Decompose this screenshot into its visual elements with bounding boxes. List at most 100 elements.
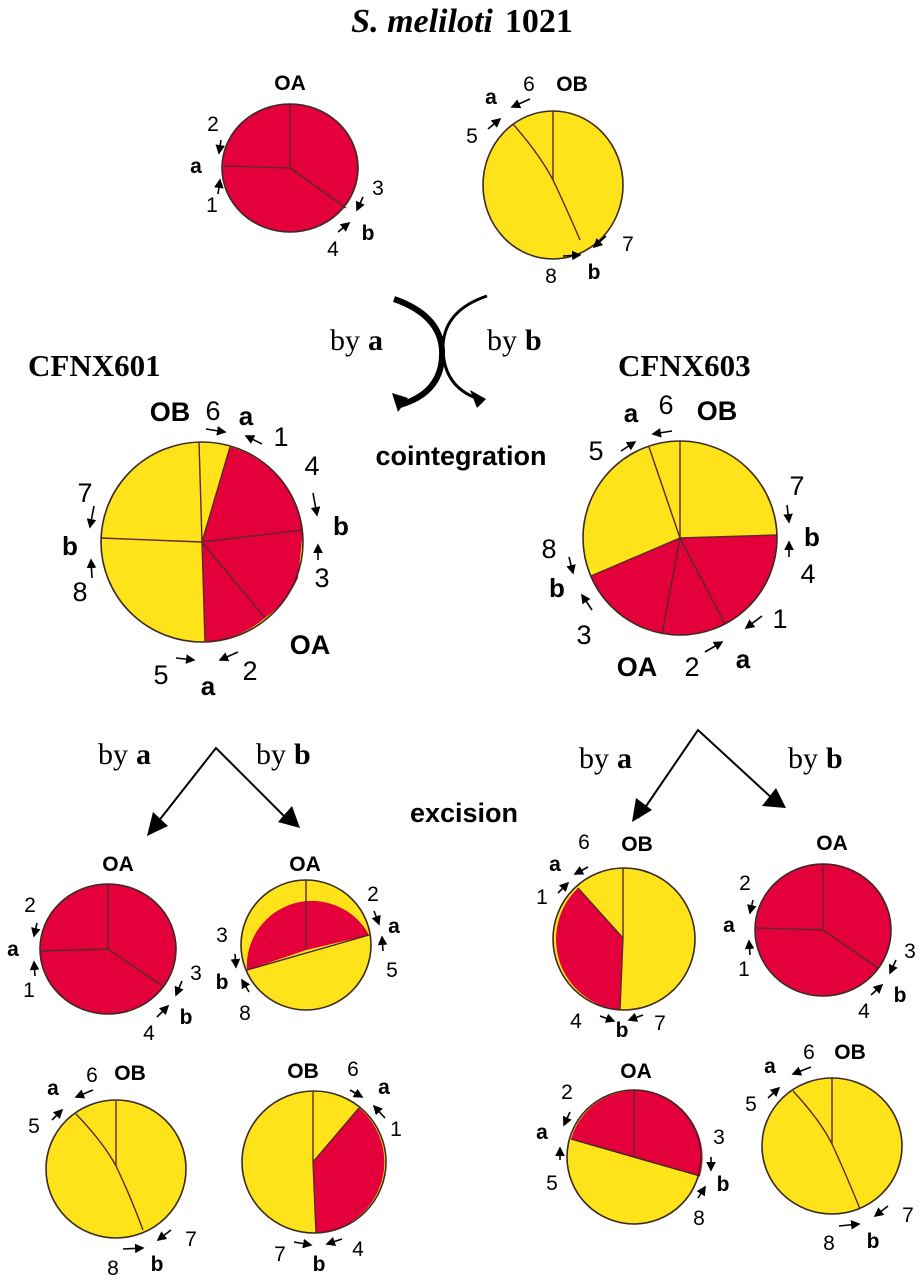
arrow-icon	[581, 593, 593, 611]
arrow-icon	[86, 558, 97, 579]
site-number-3: 3	[314, 563, 329, 593]
site-number-1: 1	[772, 604, 787, 634]
site-number-1: 1	[206, 194, 218, 217]
site-number-7: 7	[902, 1204, 914, 1227]
excision-product-603-b-OA: OA 2 a 1 3 b 4	[723, 832, 916, 1023]
site-number-4: 4	[352, 1238, 364, 1261]
arrow-icon	[767, 1086, 781, 1099]
site-b: b	[333, 511, 349, 541]
strain-label-CFNX603: CFNX603	[618, 348, 751, 383]
arrowhead-icon	[762, 788, 786, 808]
arrow-icon	[349, 1088, 364, 1098]
site-number-4: 4	[304, 451, 319, 481]
wt-replicon-OA: OA 2 a 1 3 b 4	[190, 72, 384, 261]
site-b: b	[717, 1173, 730, 1196]
strain-label-CFNX601: CFNX601	[28, 348, 161, 383]
pie-slice-OA	[246, 901, 369, 970]
segment-divider	[289, 167, 347, 209]
site-number-1: 1	[738, 958, 750, 981]
arrow-icon	[241, 978, 251, 993]
site-b: b	[616, 1019, 629, 1042]
site-a: a	[536, 1121, 548, 1144]
site-a: a	[201, 671, 216, 701]
segment-divider	[679, 537, 726, 625]
site-a: a	[549, 853, 561, 876]
site-number-5: 5	[466, 125, 478, 148]
arrow-icon	[156, 1229, 172, 1241]
site-number-3: 3	[372, 177, 384, 200]
replicon-outline	[552, 867, 696, 1011]
pie-OB-yellow	[483, 111, 623, 259]
replicon-outline	[100, 441, 304, 643]
site-number-1: 1	[390, 1118, 402, 1141]
site-b: b	[588, 261, 601, 284]
origin-label-OB: OB	[834, 1041, 866, 1064]
strain-number: 1021	[505, 3, 573, 40]
cointegrate-CFNX603: a 6 OB 5 7 b 4 8 b 3 1 OA 2 a	[541, 390, 819, 682]
origin-label-OA: OA	[620, 1060, 652, 1083]
site-a: a	[485, 86, 497, 109]
arrowhead-icon	[632, 798, 652, 822]
origin-label-OB: OB	[621, 833, 653, 856]
replicon-outline	[240, 879, 372, 1011]
arrow-icon	[566, 556, 576, 575]
segment-divider	[822, 929, 879, 969]
segment-divider	[590, 537, 681, 577]
segment-divider	[619, 937, 624, 1011]
replicon-outline	[221, 103, 359, 233]
excision-product-601-a-OA: OA 2 a 1 3 b 4	[7, 853, 202, 1045]
arrow-icon	[620, 441, 637, 452]
arrow-icon	[562, 250, 582, 261]
segment-divider	[648, 446, 681, 539]
arrow-icon	[230, 953, 241, 969]
site-number-3: 3	[713, 1126, 725, 1149]
site-number-6: 6	[86, 1064, 98, 1087]
site-number-3: 3	[576, 620, 591, 650]
excision-product-601-a-OB: 6 OB a 5 7 b 8	[28, 1062, 197, 1280]
site-a: a	[736, 644, 751, 674]
segment-divider	[201, 541, 206, 643]
site-b: b	[867, 1230, 880, 1253]
site-a: a	[239, 401, 254, 431]
pie-slice-OA	[313, 1108, 385, 1233]
step-label-excision: excision	[410, 798, 518, 828]
excision-product-601-b-OB: OB 6 a 1 7 b 4	[241, 1058, 402, 1276]
pie-slice-OA	[571, 1090, 703, 1176]
origin-label-OA: OA	[274, 72, 306, 95]
arrow-icon	[371, 910, 381, 926]
segment-divider	[107, 948, 165, 988]
wt-replicon-OB: 6 OB a 5 7 b 8	[466, 73, 634, 288]
site-a: a	[723, 914, 735, 937]
site-b: b	[62, 531, 78, 561]
origin-label-OA: OA	[290, 630, 331, 660]
arrowhead-icon	[470, 390, 486, 408]
segment-divider	[246, 934, 370, 971]
site-number-1: 1	[536, 886, 548, 909]
site-number-1: 1	[273, 422, 288, 452]
site-number-3: 3	[216, 924, 228, 947]
excision-product-603-b-OB: 6 OB a 5 7 b 8	[745, 1041, 914, 1255]
arrow-icon	[205, 426, 227, 436]
figure-title: S. meliloti 1021	[351, 3, 573, 40]
cointegration-arrows	[392, 294, 488, 412]
arrowhead-icon	[392, 393, 408, 412]
arrow-icon	[562, 1111, 572, 1127]
origin-label-OB: OB	[556, 73, 588, 96]
site-b: b	[313, 1253, 326, 1276]
origin-label-OA: OA	[289, 853, 321, 876]
segment-divider	[512, 123, 581, 241]
site-number-7: 7	[185, 1228, 197, 1251]
site-number-8: 8	[823, 1232, 835, 1255]
segment-divider	[792, 1090, 861, 1210]
origin-label-OB: OB	[287, 1060, 319, 1083]
arrow-icon	[696, 1185, 706, 1199]
origin-label-OA: OA	[816, 832, 848, 855]
site-b: b	[362, 222, 375, 245]
site-number-6: 6	[578, 831, 590, 854]
pie-slice-OA	[202, 447, 303, 618]
site-a: a	[388, 915, 400, 938]
replicon-outline	[45, 1099, 187, 1239]
